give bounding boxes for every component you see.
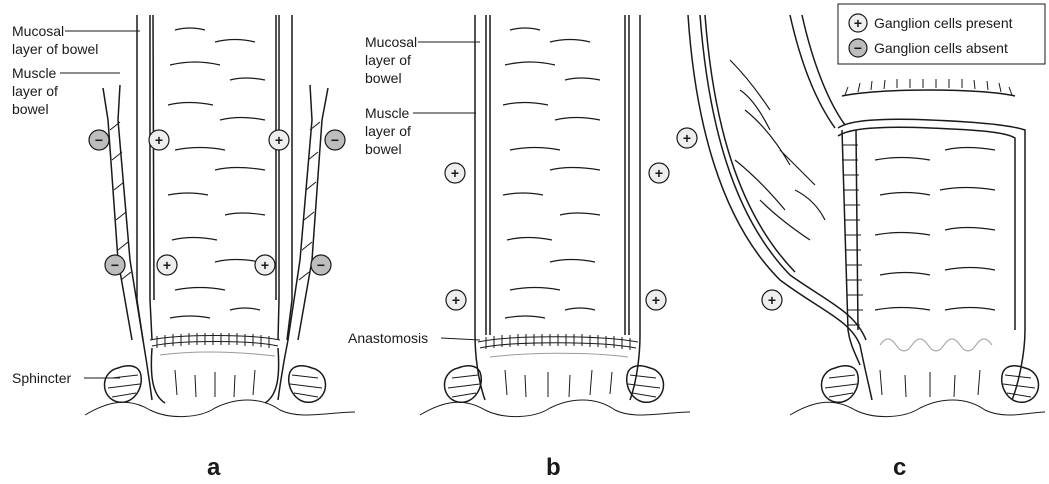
marker-present: +: [646, 290, 666, 310]
svg-text:+: +: [451, 165, 459, 181]
panel-c-drawing: + +: [677, 15, 1045, 417]
marker-absent: −: [105, 255, 125, 275]
marker-present: +: [677, 128, 697, 148]
sphincter-right-b: [627, 366, 664, 403]
mucosal-label-line2-a: layer of: [365, 52, 411, 68]
sphincter-left-b: [445, 366, 482, 403]
sphincter-right-a: [289, 366, 326, 403]
muscle-label-line3: bowel: [365, 141, 402, 157]
panel-letter-a: a: [207, 454, 221, 481]
panel-letter-b: b: [546, 454, 561, 481]
marker-present: +: [149, 130, 169, 150]
svg-text:+: +: [163, 257, 171, 273]
panel-a-labels: Mucosal layer of bowel Muscle layer of b…: [12, 23, 221, 481]
sphincter-left-c: [822, 366, 859, 403]
panel-a-drawing: − + + − − + + −: [85, 15, 355, 417]
muscle-label-line3: bowel: [12, 101, 49, 117]
svg-text:−: −: [331, 132, 339, 148]
marker-absent: −: [325, 130, 345, 150]
svg-text:−: −: [95, 132, 103, 148]
svg-text:+: +: [261, 257, 269, 273]
legend-present-icon: +: [849, 14, 867, 32]
mucosal-label-line1: Mucosal: [365, 34, 417, 50]
svg-text:+: +: [655, 165, 663, 181]
mucosal-label-line1: Mucosal: [12, 23, 64, 39]
svg-text:−: −: [317, 257, 325, 273]
legend-absent-icon: −: [849, 39, 867, 57]
svg-text:+: +: [854, 15, 862, 31]
panel-b-drawing: + + + +: [420, 15, 690, 417]
marker-present: +: [269, 130, 289, 150]
svg-text:+: +: [683, 130, 691, 146]
muscle-label-line2: layer of: [12, 83, 58, 99]
panel-letter-c: c: [893, 454, 906, 481]
svg-text:+: +: [275, 132, 283, 148]
marker-absent: −: [89, 130, 109, 150]
marker-present: +: [255, 255, 275, 275]
svg-text:+: +: [155, 132, 163, 148]
sphincter-label: Sphincter: [12, 370, 71, 386]
svg-text:+: +: [768, 292, 776, 308]
muscle-label-line2: layer of: [365, 123, 411, 139]
svg-text:−: −: [854, 40, 862, 56]
sphincter-left-a: [105, 366, 142, 403]
mucosal-label-line2-b: bowel: [365, 70, 402, 86]
mucosal-label-line2: layer of bowel: [12, 41, 98, 57]
legend-present-text: Ganglion cells present: [874, 15, 1013, 31]
muscle-label-line1: Muscle: [12, 65, 57, 81]
svg-text:+: +: [652, 292, 660, 308]
svg-text:+: +: [452, 292, 460, 308]
marker-present: +: [649, 163, 669, 183]
muscle-label-line1: Muscle: [365, 105, 410, 121]
marker-present: +: [762, 290, 782, 310]
marker-present: +: [445, 163, 465, 183]
legend-absent-text: Ganglion cells absent: [874, 40, 1008, 56]
marker-absent: −: [311, 255, 331, 275]
svg-text:−: −: [111, 257, 119, 273]
anastomosis-label: Anastomosis: [348, 330, 428, 346]
legend: + Ganglion cells present − Ganglion cell…: [838, 4, 1045, 64]
marker-present: +: [446, 290, 466, 310]
panel-b-labels: Mucosal layer of bowel Muscle layer of b…: [348, 34, 561, 481]
marker-present: +: [157, 255, 177, 275]
